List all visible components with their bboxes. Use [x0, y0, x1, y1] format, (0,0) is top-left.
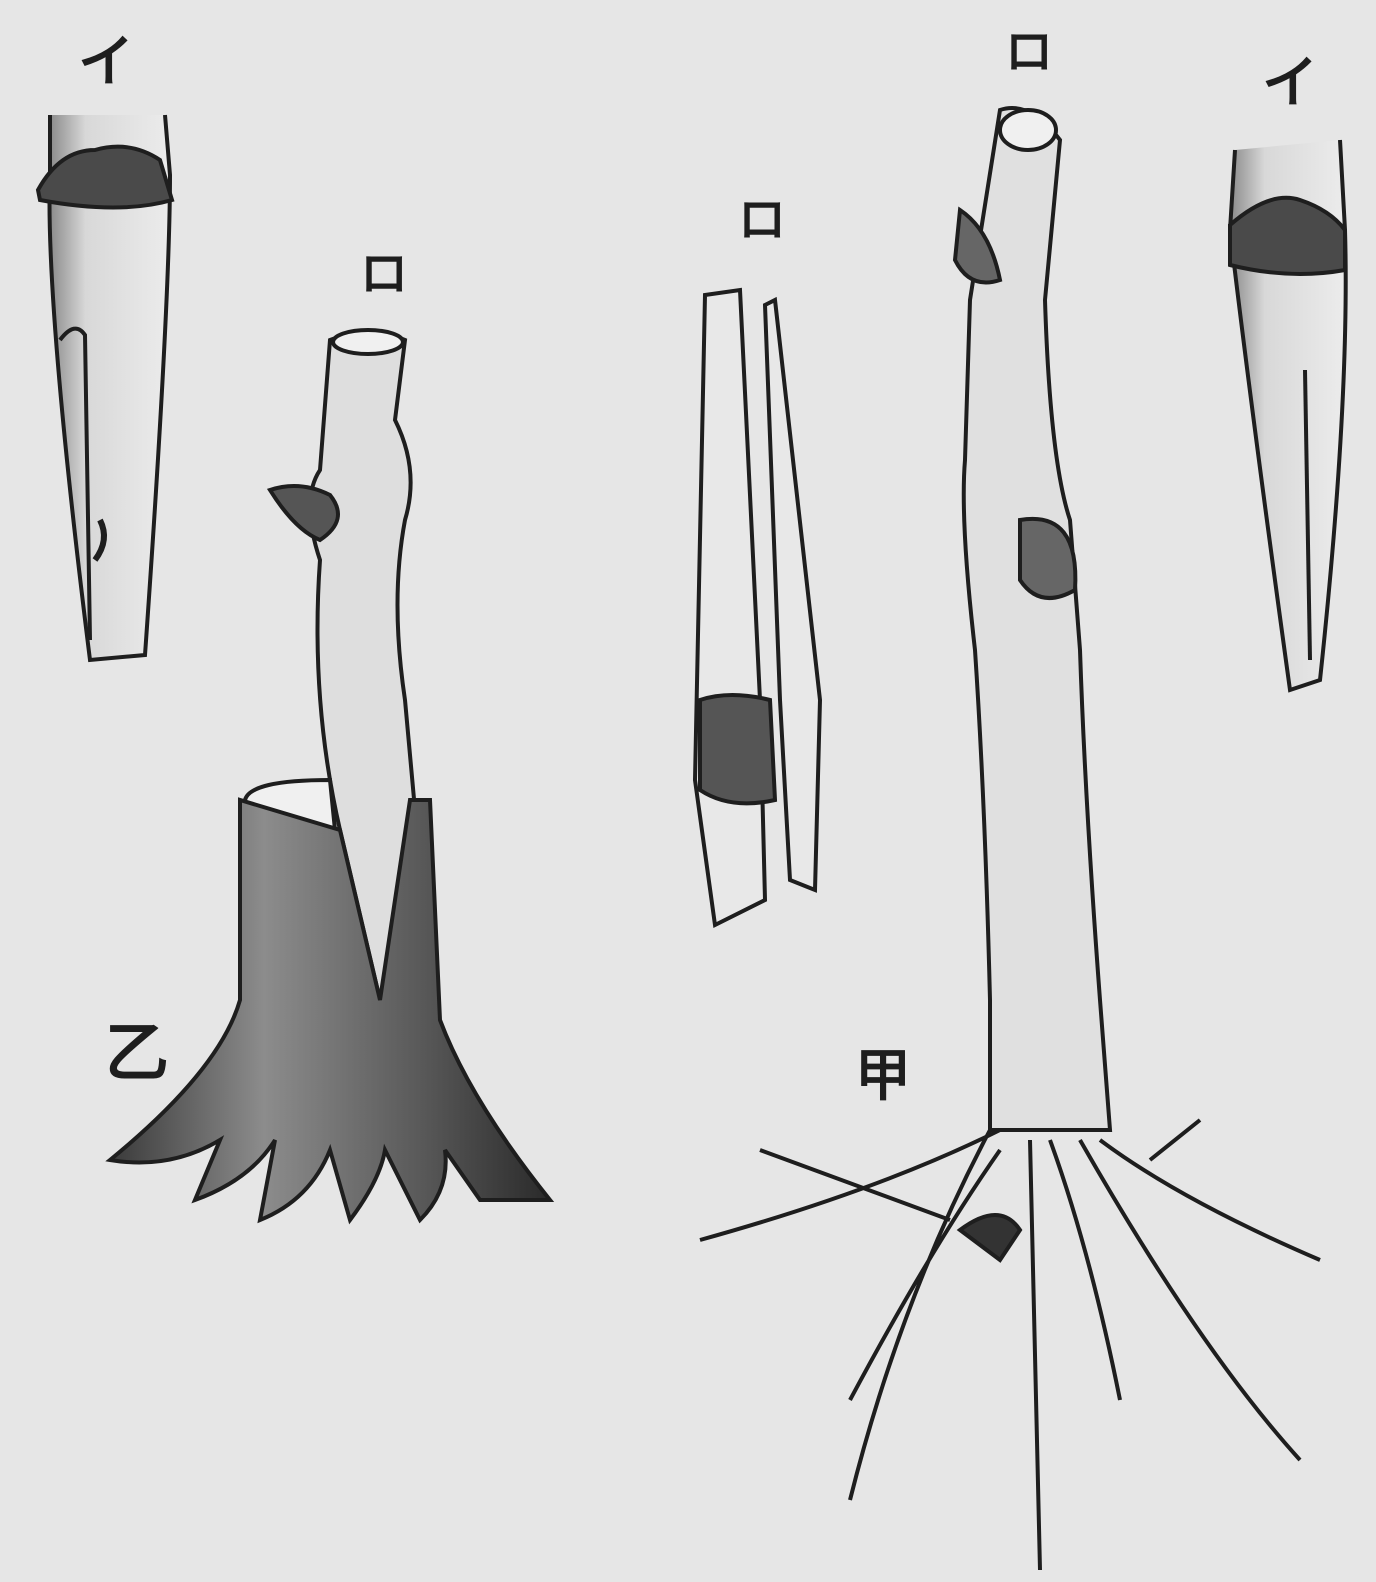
label-scion-mid-ro: ロ	[738, 196, 786, 244]
grafted-stump-drawing	[110, 330, 550, 1220]
label-fig-kou: 甲	[855, 1048, 911, 1104]
label-scion-right-ro: ロ	[1005, 28, 1053, 76]
scion-right-i-drawing	[1230, 140, 1346, 690]
label-scion-left-i: イ	[78, 34, 134, 90]
label-scion-right-i: イ	[1262, 55, 1318, 111]
label-fig-otsu: 乙	[105, 1022, 169, 1086]
scion-mid-ro-drawing	[695, 290, 820, 925]
scion-left-i-drawing	[38, 115, 172, 660]
label-scion-left-ro: ロ	[360, 250, 408, 298]
